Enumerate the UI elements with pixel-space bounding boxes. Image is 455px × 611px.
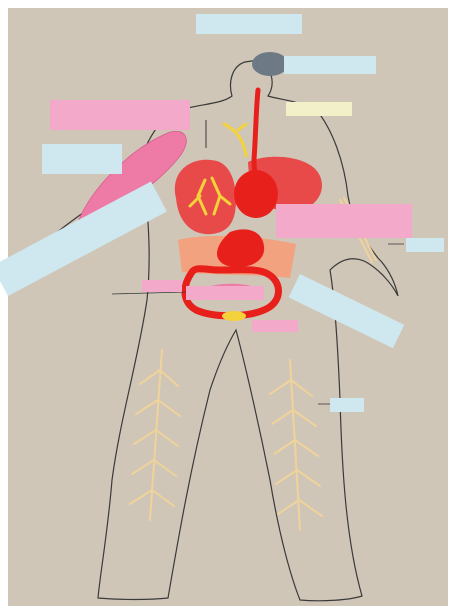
leg-bones-left bbox=[130, 350, 180, 520]
note-stomach bbox=[142, 280, 182, 292]
note-belly bbox=[252, 320, 298, 332]
note-arm bbox=[50, 100, 190, 130]
note-brain bbox=[284, 56, 376, 74]
note-bones bbox=[330, 398, 364, 412]
note-title bbox=[196, 14, 302, 34]
note-spine bbox=[286, 102, 352, 116]
note-muscle bbox=[42, 144, 122, 174]
note-digestion bbox=[186, 286, 264, 300]
heart-icon bbox=[234, 170, 278, 218]
lungs-icon bbox=[175, 160, 236, 234]
leg-bones-right bbox=[270, 360, 322, 530]
stomach-icon bbox=[217, 229, 264, 267]
brain-icon bbox=[252, 52, 288, 76]
bladder-icon bbox=[222, 311, 246, 321]
note-heart bbox=[276, 204, 412, 238]
note-skin bbox=[406, 238, 444, 252]
body-outline bbox=[44, 60, 398, 601]
